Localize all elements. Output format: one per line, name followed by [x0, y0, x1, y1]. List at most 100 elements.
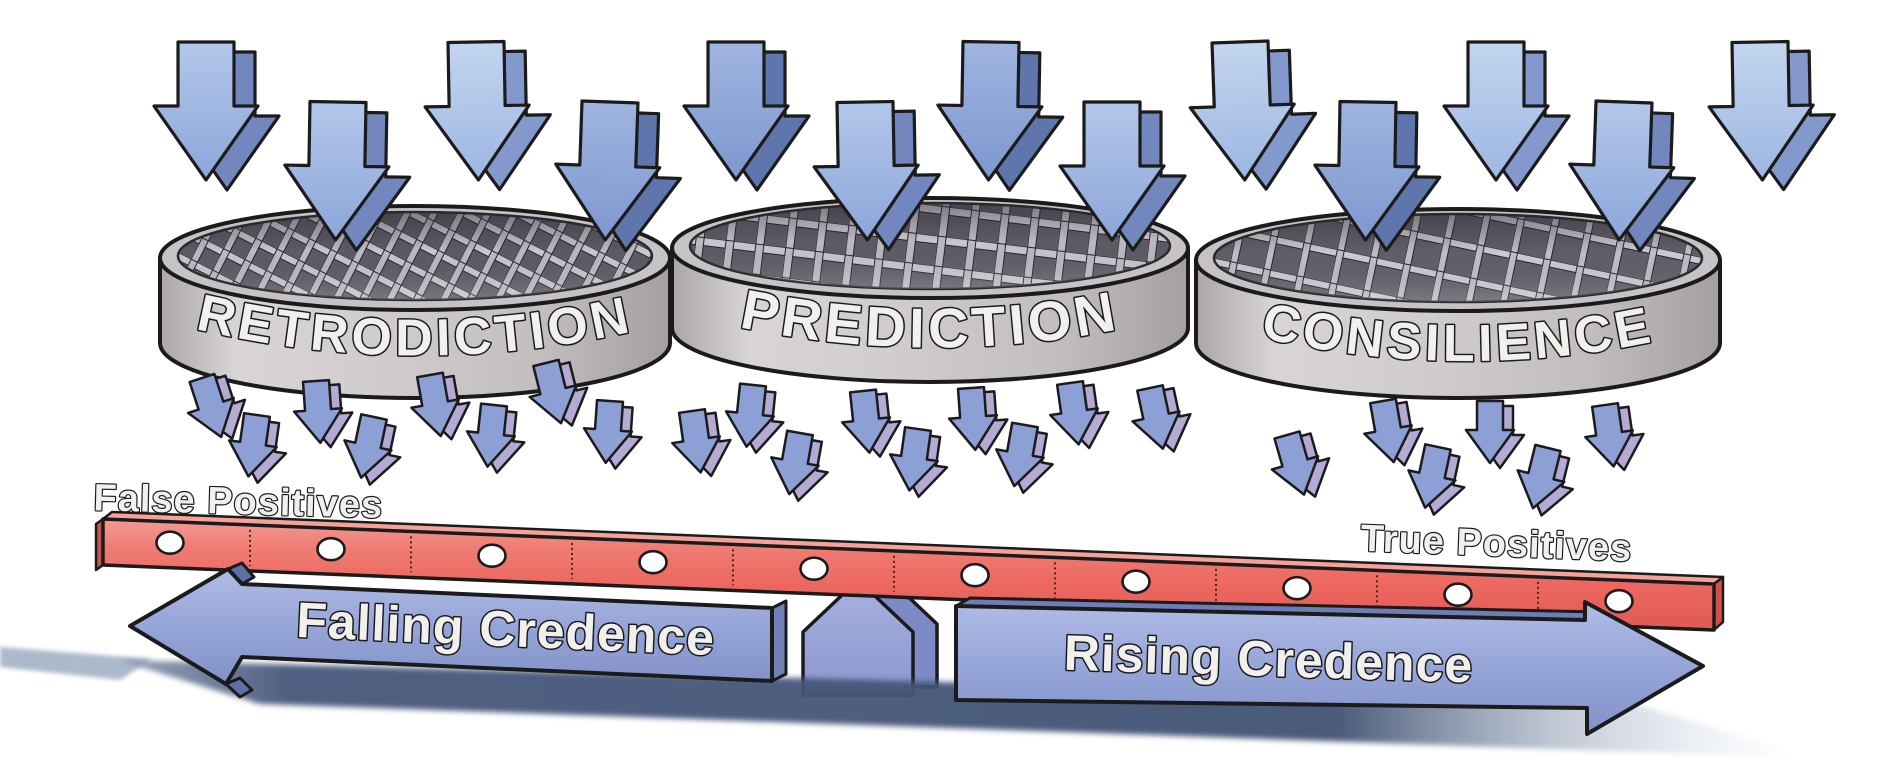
arrow-face	[1313, 99, 1421, 242]
rising-credence-arrow: Rising Credence	[954, 596, 1705, 736]
arrow-face	[528, 358, 578, 425]
arrow-face	[770, 429, 820, 496]
down-arrow-small	[1131, 384, 1192, 453]
shadow-sliver-left	[0, 647, 152, 680]
arrow-face	[888, 425, 939, 492]
falling-credence-arrow: Falling Credence	[128, 561, 788, 699]
down-arrow-small	[292, 378, 354, 449]
arrow-face	[554, 99, 662, 242]
balance-beam	[94, 510, 1725, 632]
down-arrow-large	[423, 39, 552, 192]
arrow-face	[227, 411, 278, 478]
arrow-face	[1464, 399, 1516, 465]
arrow-face	[1363, 397, 1413, 464]
arrow-face	[1049, 379, 1100, 446]
arrow-face	[1058, 100, 1166, 242]
beam-hole	[316, 536, 346, 562]
beam-hole	[1282, 575, 1312, 601]
beam-hole	[799, 556, 829, 581]
arrow-face	[186, 372, 236, 439]
arrow-face	[812, 99, 920, 242]
down-arrow-small	[1363, 397, 1424, 467]
arrow-face	[343, 413, 393, 479]
arrow-face	[410, 371, 460, 438]
arrow-face	[936, 39, 1044, 182]
arrow-face	[1131, 384, 1181, 450]
arrow-face	[465, 402, 517, 468]
sieve-mesh-shading	[178, 212, 652, 300]
beam-hole	[1121, 569, 1151, 594]
down-arrow-large	[152, 40, 281, 192]
down-arrow-small	[840, 388, 902, 458]
down-arrow-large	[1313, 99, 1442, 252]
sieve-retrodiction: RETRODICTION	[158, 204, 672, 400]
down-arrow-large	[1188, 39, 1318, 191]
arrow-face	[1516, 443, 1566, 510]
filtered-arrows-small	[186, 358, 1645, 517]
down-arrow-small	[947, 385, 1009, 456]
beam-hole	[1443, 582, 1473, 607]
down-arrow-small	[1584, 401, 1645, 472]
arrow-face	[1407, 443, 1457, 509]
arrow-end-extrude	[770, 599, 788, 683]
down-arrow-small	[343, 413, 402, 486]
down-arrow-small	[770, 429, 829, 502]
arrow-face	[1707, 39, 1815, 182]
beam-front-face	[101, 517, 1716, 632]
down-arrow-large	[812, 99, 941, 252]
sieve-mesh-shading	[690, 203, 1170, 289]
evidence-arrows-large	[152, 39, 1836, 253]
down-arrow-small	[186, 372, 247, 440]
arrow-face	[947, 385, 999, 452]
beam-hole	[638, 549, 668, 575]
beam-hole	[155, 530, 185, 556]
arrow-face	[1584, 401, 1635, 468]
arrow-face	[1442, 40, 1550, 182]
down-arrow-small	[888, 425, 949, 498]
down-arrow-large	[1707, 39, 1836, 192]
down-arrow-large	[554, 99, 682, 253]
arrow-face	[423, 39, 531, 182]
arrow-face	[682, 40, 790, 182]
arrow-body	[128, 567, 774, 686]
arrow-face	[292, 378, 344, 445]
down-arrow-small	[1049, 379, 1110, 450]
down-arrow-large	[936, 39, 1065, 192]
arrow-face	[1568, 99, 1676, 242]
sieve-mesh-shading	[1214, 214, 1702, 302]
down-arrow-large	[1442, 40, 1571, 192]
down-arrow-small	[1270, 430, 1331, 498]
down-arrow-small	[1516, 443, 1575, 517]
arrow-barb-cap-bottom	[224, 676, 254, 699]
arrow-face	[1188, 39, 1296, 182]
arrow-face	[724, 382, 776, 448]
ground-shadow	[0, 647, 1812, 758]
down-arrow-small	[465, 402, 526, 474]
beam-hole	[477, 543, 507, 568]
down-arrow-small	[1464, 399, 1526, 470]
down-arrow-small	[582, 398, 643, 470]
arrow-face	[283, 99, 391, 242]
arrow-face	[995, 421, 1045, 488]
beam-hole	[1604, 588, 1634, 614]
sieve-prediction: PREDICTION	[670, 196, 1190, 384]
true-positives-label: True Positives	[1360, 518, 1633, 570]
down-arrow-small	[1407, 443, 1466, 516]
down-arrow-large	[283, 99, 412, 252]
down-arrow-small	[528, 358, 589, 427]
arrow-face	[582, 398, 634, 465]
arrow-face	[840, 388, 892, 454]
down-arrow-large	[682, 40, 811, 192]
down-arrow-small	[995, 421, 1054, 494]
down-arrow-small	[671, 407, 732, 478]
down-arrow-small	[227, 411, 288, 484]
down-arrow-small	[410, 371, 471, 441]
arrow-body	[954, 600, 1705, 736]
beam-holes	[155, 529, 1634, 618]
down-arrow-large	[1568, 99, 1696, 253]
arrow-face	[671, 407, 722, 474]
sieve-consilience: CONSILIENCE	[1194, 207, 1722, 400]
down-arrow-large	[1058, 100, 1187, 252]
arrow-face	[1270, 430, 1320, 496]
